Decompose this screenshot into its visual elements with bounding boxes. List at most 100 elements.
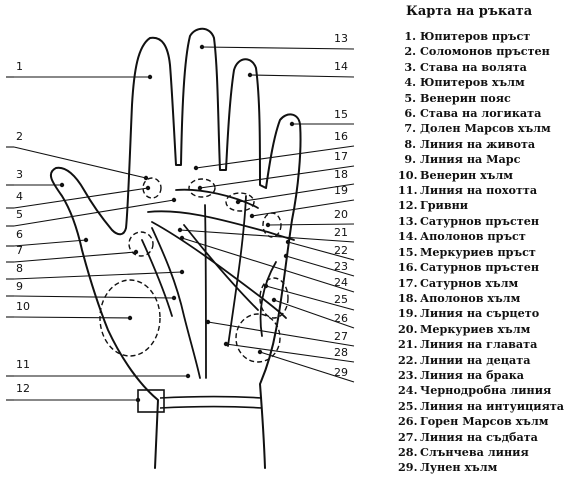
legend-item: 11.Линия на похотта	[398, 183, 580, 198]
legend-item: 24.Чернодробна линия	[398, 383, 580, 398]
callout-dot-19	[249, 213, 255, 219]
callout-dot-15	[289, 121, 295, 127]
mars-line	[141, 239, 173, 317]
callout-line-26	[273, 299, 355, 329]
legend-item-label: Става на логиката	[420, 106, 542, 121]
callout-dot-22	[285, 239, 291, 245]
callout-dot-4	[145, 185, 151, 191]
legend-item-label: Горен Марсов хълм	[420, 414, 549, 429]
callout-number-29: 29	[334, 366, 348, 379]
callout-dot-6	[83, 237, 89, 243]
legend-item-number: 10.	[398, 167, 418, 182]
callout-dot-5	[171, 197, 177, 203]
callout-line-19	[251, 199, 355, 217]
legend-item-label: Аполонов пръст	[420, 229, 526, 244]
callout-number-7: 7	[16, 244, 23, 257]
callout-number-22: 22	[334, 244, 348, 257]
legend-item-number: 17.	[398, 275, 418, 290]
legend-item-label: Линия на живота	[420, 136, 536, 151]
callout-number-13: 13	[334, 32, 348, 45]
callout-dot-1	[147, 74, 153, 80]
legend-item-label: Лунен хълм	[420, 460, 498, 475]
liver-line	[183, 224, 259, 311]
callout-number-12: 12	[16, 382, 30, 395]
callout-line-20	[267, 223, 355, 226]
legend-item-label: Слънчева линия	[420, 444, 529, 459]
callout-dot-24	[179, 235, 185, 241]
callout-line-13	[201, 46, 355, 50]
heart-line	[147, 210, 295, 241]
legend-item: 16.Сатурнов пръстен	[398, 260, 580, 275]
legend-item-number: 8.	[404, 136, 416, 151]
legend-item-number: 1.	[404, 29, 416, 43]
legend-item-label: Линии на децата	[420, 352, 531, 367]
callout-number-20: 20	[334, 208, 348, 221]
legend-item-number: 9.	[404, 152, 416, 167]
callout-leaders: 1234567891011121314151617181920212223242…	[6, 32, 355, 403]
callout-dot-28	[223, 341, 229, 347]
callout-line-23	[285, 255, 355, 277]
legend-item-label: Аполонов хълм	[420, 290, 521, 305]
legend-item-number: 19.	[398, 306, 418, 321]
callout-number-3: 3	[16, 168, 23, 181]
legend-item: 8. Линия на живота	[398, 137, 580, 152]
legend-item-number: 11.	[398, 183, 418, 198]
legend-item-number: 28.	[398, 444, 418, 459]
callout-line-2	[13, 146, 147, 179]
callout-number-2: 2	[16, 130, 23, 143]
callout-line-29	[259, 351, 355, 383]
callout-dot-3	[59, 182, 65, 188]
callout-dot-9	[171, 295, 177, 301]
bracelet-line-1	[159, 395, 263, 399]
callout-line-4	[13, 187, 149, 209]
legend-item-label: Става на волята	[420, 59, 527, 74]
callout-dot-29	[257, 349, 263, 355]
legend-item-number: 20.	[398, 321, 418, 336]
legend-item-label: Гривни	[420, 198, 469, 213]
legend-item-label: Линия на похотта	[420, 183, 538, 198]
saturn-mount	[188, 178, 216, 198]
callout-dot-20	[265, 222, 271, 228]
upper-mars-mount	[259, 277, 289, 319]
legend-item: 4.Юпитеров хълм	[398, 75, 580, 90]
legend-item: 2.Соломонов пръстен	[398, 44, 580, 59]
legend-item-number: 7.	[404, 121, 416, 136]
legend-item-number: 18.	[398, 290, 418, 305]
legend-item: 18.Аполонов хълм	[398, 291, 580, 306]
legend-item: 10.Венерин хълм	[398, 168, 580, 183]
callout-number-18: 18	[334, 168, 348, 181]
legend-item: 21.Линия на главата	[398, 337, 580, 352]
callout-number-4: 4	[16, 190, 23, 203]
callout-number-11: 11	[16, 358, 30, 371]
palm-diagram: 1234567891011121314151617181920212223242…	[6, 27, 355, 469]
callout-dot-2	[143, 175, 149, 181]
legend-item: 25.Линия на интуицията	[398, 399, 580, 414]
callout-line-18	[237, 183, 355, 203]
jupiter-mount	[142, 177, 162, 199]
callout-number-24: 24	[334, 276, 348, 289]
legend-item: 9.Линия на Марс	[398, 152, 580, 167]
callout-line-16	[195, 145, 355, 169]
callout-dot-10	[127, 315, 133, 321]
callout-dot-14	[247, 72, 253, 78]
callout-line-5	[13, 199, 175, 227]
legend-item-label: Меркуриев хълм	[420, 321, 531, 336]
legend-item-label: Сатурнов пръстен	[420, 260, 540, 275]
callout-number-6: 6	[16, 228, 23, 241]
callout-number-25: 25	[334, 293, 348, 306]
callout-number-1: 1	[16, 60, 23, 73]
legend-item-label: Венерин хълм	[420, 167, 513, 182]
legend-item: 17.Сатурнов хълм	[398, 276, 580, 291]
callout-dot-26	[271, 297, 277, 303]
callout-dot-25	[263, 283, 269, 289]
callout-line-24	[181, 237, 355, 293]
legend-item: 3. Става на волята	[398, 60, 580, 75]
legend-item-number: 3.	[404, 59, 416, 74]
legend-item-number: 16.	[398, 260, 418, 275]
bracelet-line-2	[159, 405, 263, 409]
callout-line-21	[179, 229, 355, 243]
legend-item-label: Линия на съдбата	[420, 429, 538, 444]
callout-dot-11	[185, 373, 191, 379]
